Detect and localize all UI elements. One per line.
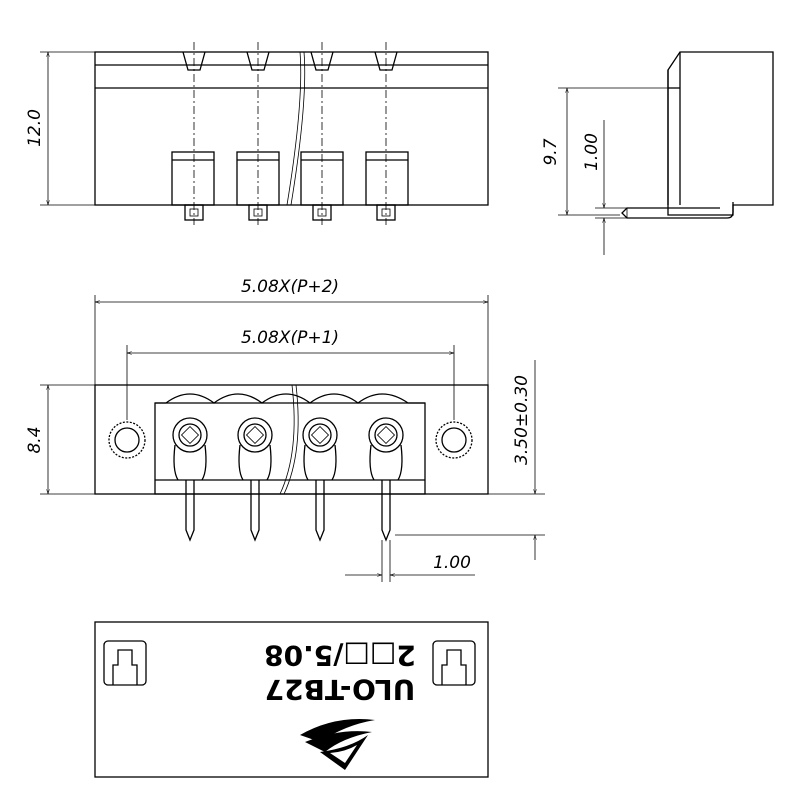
top-notches	[182, 51, 398, 71]
side-view: 9.7 1.00	[541, 51, 774, 255]
label-series: 2□□/5.08	[264, 639, 416, 672]
label-hole-left	[103, 640, 147, 686]
dim-pitch-inner: 5.08X(P+1)	[241, 328, 339, 348]
screw-pockets-front	[171, 151, 409, 206]
dim-height-top: 8.4	[25, 426, 45, 453]
brand-logo	[300, 719, 375, 770]
mounting-hole-left	[108, 421, 146, 459]
dim-side-height: 9.7	[541, 138, 561, 165]
dim-side-offset: 1.00	[582, 133, 602, 171]
label-hole-right	[432, 640, 476, 686]
dim-pin-offset: 3.50±0.30	[512, 375, 532, 465]
top-view: 5.08X(P+2) 5.08X(P+1) 8.4 3.50±0.30 1.00	[25, 277, 545, 582]
dim-pitch-total: 5.08X(P+2)	[241, 277, 339, 297]
dim-pin-width: 1.00	[433, 553, 471, 573]
pins-top	[185, 480, 391, 542]
screw-terminals-top	[172, 417, 404, 481]
mounting-hole-right	[435, 421, 473, 459]
dim-height-front: 12.0	[25, 109, 45, 147]
pin-feet-front	[184, 204, 396, 221]
label-view: ULO-TB27 2□□/5.08	[94, 621, 489, 778]
label-model: ULO-TB27	[265, 673, 416, 706]
front-view: 12.0	[25, 42, 489, 225]
